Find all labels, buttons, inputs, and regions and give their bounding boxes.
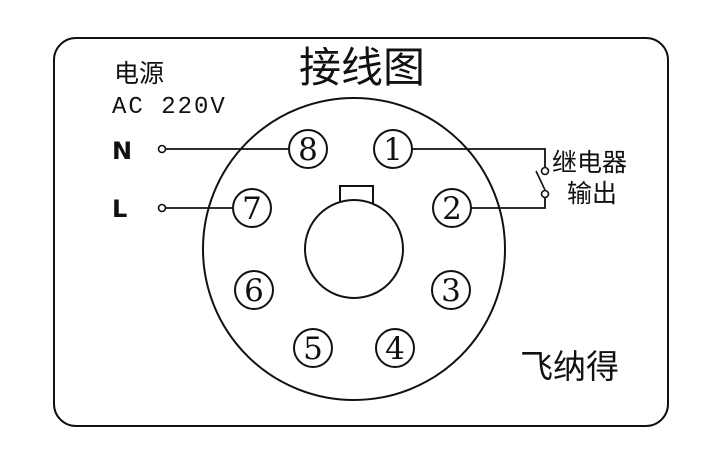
terminal-n-label: N bbox=[112, 137, 132, 165]
pin-8-label: 8 bbox=[298, 132, 318, 168]
wire-pin1-to-relay bbox=[412, 148, 546, 170]
relay-contact-top bbox=[540, 166, 550, 176]
pin-3-label: 3 bbox=[441, 273, 461, 309]
terminal-l-label: L bbox=[112, 195, 127, 223]
pin-4-label: 4 bbox=[385, 331, 405, 367]
pin-5-label: 5 bbox=[303, 331, 323, 367]
pin-5: 5 bbox=[293, 328, 333, 368]
relay-contact-bottom bbox=[540, 189, 550, 199]
brand-name: 飞纳得 bbox=[520, 347, 619, 386]
pin-7-label: 7 bbox=[242, 191, 262, 227]
pin-2: 2 bbox=[432, 188, 472, 228]
power-spec: AC 220V bbox=[112, 94, 227, 121]
pin-6-label: 6 bbox=[244, 273, 264, 309]
diagram-frame bbox=[53, 37, 669, 427]
pin-6: 6 bbox=[234, 270, 274, 310]
relay-switch-arm bbox=[535, 170, 546, 191]
pin-2-label: 2 bbox=[442, 191, 462, 227]
socket-body bbox=[202, 97, 506, 401]
relay-output-line2: 输出 bbox=[567, 179, 617, 208]
wire-pin2-to-relay bbox=[471, 194, 546, 209]
pin-1: 1 bbox=[373, 129, 413, 169]
pin-4: 4 bbox=[375, 328, 415, 368]
diagram-title: 接线图 bbox=[299, 43, 425, 92]
pin-3: 3 bbox=[431, 270, 471, 310]
socket-center-hole bbox=[304, 199, 404, 299]
pin-7: 7 bbox=[232, 188, 272, 228]
pin-1-label: 1 bbox=[383, 132, 403, 168]
pin-8: 8 bbox=[288, 129, 328, 169]
power-label: 电源 bbox=[114, 59, 164, 88]
terminal-l-dot bbox=[157, 203, 167, 213]
terminal-n-dot bbox=[157, 144, 167, 154]
relay-output-line1: 继电器 bbox=[552, 148, 627, 177]
